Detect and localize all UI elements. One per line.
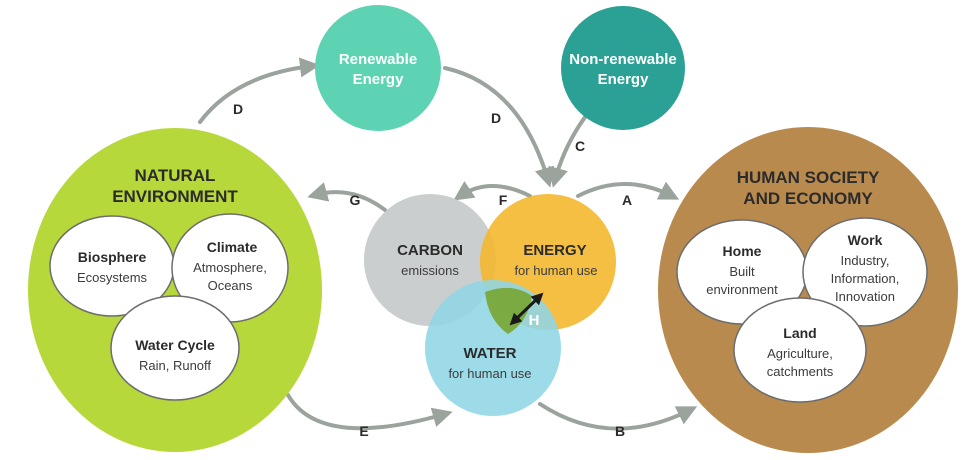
natural-environment-node [28,128,322,452]
arrow-label-c: C [575,138,585,154]
biosphere-sub: Ecosystems [77,270,148,285]
arrow-b-water-to-human [538,402,698,431]
work-sub-1: Industry, [841,253,890,268]
land-node [733,297,867,403]
nonrenewable-energy-label-2: Energy [598,71,650,88]
land-sub-1: Agriculture, [767,346,833,361]
land-sub-2: catchments [767,364,834,379]
climate-sub-1: Atmosphere, [193,260,267,275]
nexus-double-arrow [509,292,544,326]
carbon-sub: emissions [401,263,459,278]
land-title: Land [783,325,816,341]
water-cycle-sub: Rain, Runoff [139,358,211,373]
renewable-energy-label-1: Renewable [339,51,417,68]
nexus-label: H [529,312,540,329]
arrow-g-carbon-to-natural [307,182,387,212]
home-sub-1: Built [729,264,755,279]
arrow-d-renewable-to-energy [443,66,555,188]
human-society-title-1: HUMAN SOCIETY [737,168,880,187]
arrow-a-energy-to-human [576,181,680,200]
work-node [802,217,928,327]
arrow-label-d2: D [491,110,501,126]
work-sub-3: Innovation [835,289,895,304]
arrow-label-d1: D [233,101,243,117]
carbon-title: CARBON [397,242,463,259]
arrow-label-a: A [622,192,632,208]
water-title: WATER [463,345,516,362]
natural-environment-title-2: ENVIRONMENT [112,187,238,206]
arrow-label-g: G [350,192,361,208]
home-sub-2: environment [706,282,778,297]
renewable-energy-label-2: Energy [353,71,405,88]
arrow-label-f: F [499,192,508,208]
arrow-label-e: E [359,423,368,439]
nonrenewable-energy-node [561,6,685,130]
work-sub-2: Information, [831,271,900,286]
climate-title: Climate [207,239,258,255]
natural-environment-title-1: NATURAL [135,166,216,185]
arrow-c-nonrenewable-to-energy [548,106,594,188]
renewable-energy-node [315,5,441,131]
human-society-title-2: AND ECONOMY [743,189,873,208]
energy-title: ENERGY [523,242,586,259]
water-sub: for human use [448,366,531,381]
biosphere-title: Biosphere [78,249,147,265]
home-title: Home [723,243,762,259]
arrow-e-natural-to-water [286,393,453,431]
water-cycle-title: Water Cycle [135,337,215,353]
water-cycle-node [110,295,240,401]
arrow-d-to-renewable [198,57,320,124]
arrow-label-b: B [615,423,625,439]
nonrenewable-energy-label-1: Non-renewable [569,51,677,68]
work-title: Work [848,232,883,248]
arrow-f-energy-to-carbon [453,181,532,201]
energy-sub: for human use [514,263,597,278]
climate-sub-2: Oceans [208,278,253,293]
